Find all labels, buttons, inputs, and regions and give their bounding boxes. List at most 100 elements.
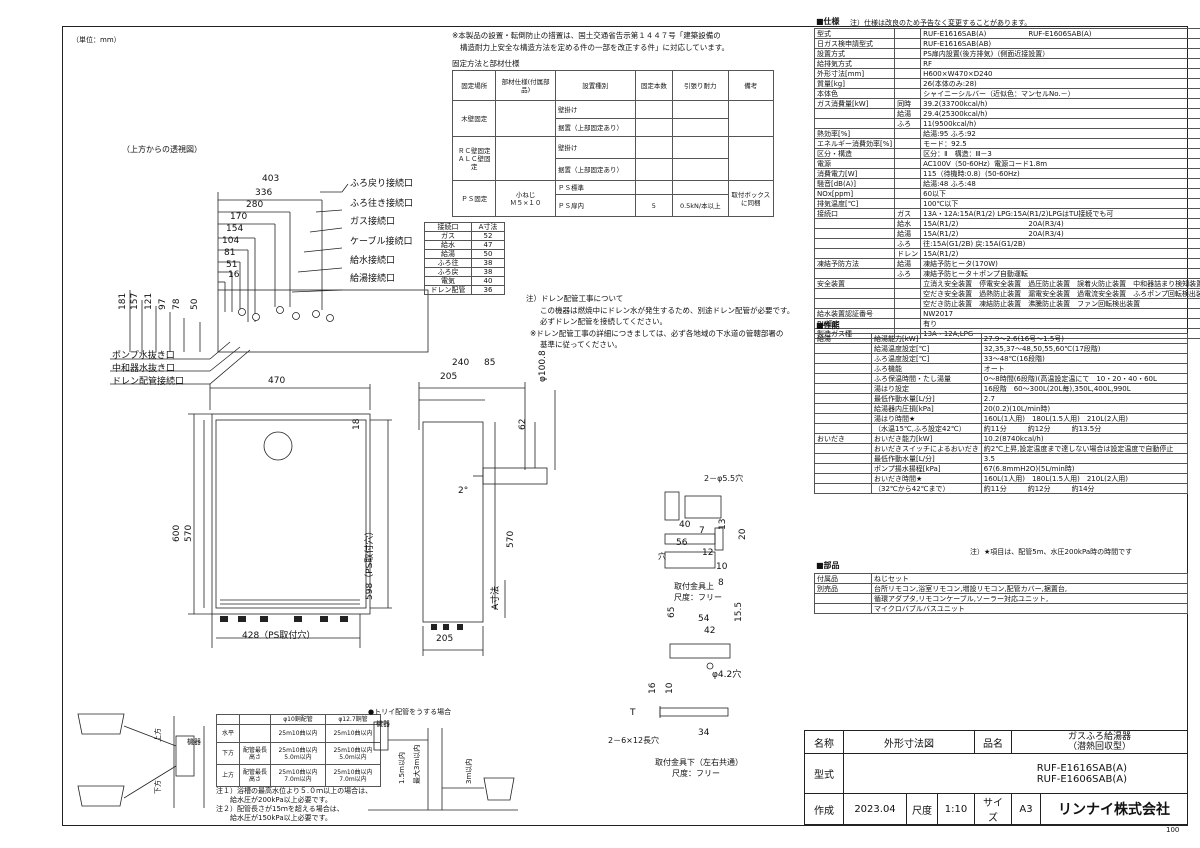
side-a-dim: A寸法 <box>491 585 501 610</box>
spec-row: BL認定有り <box>813 318 1200 329</box>
spec-cell: 空だき安全装置 過熱防止装置 漏電安全装置 過電流安全装置 ふろポンプ回転検出装… <box>920 288 1200 299</box>
side-dim-570: 570 <box>506 530 516 548</box>
perf-row: ポンプ揚水揚程[kPa]67(6.8mmH2O)(5L/min時) <box>814 463 1189 474</box>
spec-cell <box>894 78 922 89</box>
spec-cell: ガス <box>894 208 922 219</box>
perf-cell <box>814 413 872 424</box>
front-dim-18: 18 <box>352 418 362 430</box>
drain-note-4: ※ドレン配管工事の詳細につきましては、必ず各地域の下水道の管轄部署の <box>530 329 784 338</box>
perf-cell: 最低作動水量[L/分] <box>871 393 982 404</box>
spec-row: 質量[kg]26(本体のみ:28) <box>813 78 1200 89</box>
title-model-2: RUF-E1606SAB(A) <box>1036 773 1127 785</box>
drawing-frame <box>62 26 1188 826</box>
spec-cell <box>813 108 896 119</box>
side-dim-205-top: 205 <box>440 372 458 382</box>
title-model-1: RUF-E1616SAB(A) <box>1036 762 1127 774</box>
parts-row: 別売品台所リモコン,浴室リモコン,増設リモコン,配管カバー,据置台, <box>814 583 1188 594</box>
label-gas: ガス接続口 <box>350 217 396 227</box>
sketch-down: 下方 <box>154 780 162 794</box>
tori-note: ●トリイ配管をうする場合 <box>368 708 452 716</box>
perf-cell: ふろ機能 <box>871 363 982 374</box>
parts-cell: 台所リモコン,浴室リモコン,増設リモコン,配管カバー,据置台, <box>871 583 1188 594</box>
spec-cell: RUF-E1616SAB(AB) <box>920 38 1200 49</box>
dim-280: 280 <box>246 200 264 210</box>
spec-cell: 往:15A(G1/2B) 戻:15A(G1/2B) <box>920 238 1200 249</box>
perf-cell: 給湯能力[kW] <box>871 333 982 344</box>
perf-cell <box>814 473 872 484</box>
spec-cell: ふろ <box>894 238 922 249</box>
spec-cell <box>894 178 922 189</box>
title-size: A3 <box>1011 793 1041 825</box>
tori-height-3: 3m以内 <box>465 758 473 784</box>
upper-bracket-drawing <box>664 491 724 569</box>
spec-cell: 給水装置認証番号 <box>813 308 896 319</box>
tori-max-height: 最大3m以内 <box>413 744 421 784</box>
bracket-upper-40: 40 <box>679 520 691 530</box>
spec-cell: ドレン <box>894 248 922 259</box>
parts-row: 付属品ねじセット <box>814 573 1188 584</box>
pipe-note-4: 給水圧が150kPa以上必要です。 <box>216 814 332 822</box>
spec-cell: 排気温度[℃] <box>813 198 896 209</box>
drain-note-5: 基準に従ってください。 <box>540 340 622 349</box>
perf-cell: おいだき <box>814 433 872 444</box>
spec-cell: 100℃以下 <box>920 198 1200 209</box>
perf-cell: （水温15℃,ふろ設定42℃） <box>871 423 982 434</box>
spec-cell <box>894 288 922 299</box>
sketch-equipment: 機器 <box>187 738 201 746</box>
lower-bracket-drawing <box>659 643 731 718</box>
perf-cell: 3.5 <box>980 453 1189 464</box>
bracket-lower-42: 42 <box>704 626 716 636</box>
spec-cell: 電源 <box>813 158 896 169</box>
spec-cell: 給湯 <box>894 108 922 119</box>
bracket-lower-slot: 2－6×12長穴 <box>608 736 660 745</box>
perf-cell <box>814 443 872 454</box>
spec-cell: 給湯 <box>894 258 922 269</box>
spec-cell <box>894 138 922 149</box>
bracket-lower-t: T <box>630 708 636 718</box>
spec-header: ■仕様 <box>816 17 840 26</box>
spec-row: 凍結予防方法給湯凍結予防ヒータ(170W) <box>813 258 1200 269</box>
spec-cell: 給排気方式 <box>813 58 896 69</box>
label-furo-supply: ふろ往き接続口 <box>350 199 414 209</box>
perf-cell: 16段階 60～300L(20L毎),350L,400L,990L <box>980 383 1189 394</box>
top-view-drawing <box>110 183 429 385</box>
perf-row: おいだき時間★160L(1人用) 180L(1.5人用) 210L(2人用) <box>814 473 1189 484</box>
perf-row: 最低作動水量[L/分]3.5 <box>814 453 1189 464</box>
front-height-570: 570 <box>184 524 194 542</box>
spec-cell: 区分：Ⅱ 構造：Ⅲ－3 <box>920 148 1200 159</box>
spec-row: 消費電力[W]115（待機時:0.8）(50-60Hz) <box>813 168 1200 179</box>
spec-cell <box>813 288 896 299</box>
side-dim-240: 240 <box>452 358 470 368</box>
parts-header: ■部品 <box>816 561 840 570</box>
perf-cell: 27.9～2.6(16号～1.5号) <box>980 333 1189 344</box>
drain-note-2: この機器は燃焼中にドレン水が発生するため、別途ドレン配管が必要です。 <box>540 306 795 315</box>
tori-height-1-5: 1.5m以内 <box>398 752 406 784</box>
spec-cell <box>894 148 922 159</box>
side-dim-85: 85 <box>484 358 496 368</box>
bracket-upper-10: 10 <box>716 562 728 572</box>
spec-cell <box>894 88 922 99</box>
spec-cell: NW2017 <box>920 308 1200 319</box>
spec-cell: 立消え安全装置 停電安全装置 過圧防止装置 誤着火防止装置 中和器詰まり検知装置 <box>920 278 1200 289</box>
perf-cell: 最低作動水量[L/分] <box>871 453 982 464</box>
parts-cell <box>814 603 872 614</box>
bracket-lower-16: 16 <box>648 682 658 694</box>
spec-cell: 熱効率[%] <box>813 128 896 139</box>
spec-header-note: 注）仕様は改良のため予告なく変更することがあります。 <box>850 19 1032 27</box>
perf-cell: 67(6.8mmH2O)(5L/min時) <box>980 463 1189 474</box>
bracket-upper-scale: 尺度：フリー <box>674 593 722 602</box>
perf-cell: おいだき時間★ <box>871 473 982 484</box>
title-product: ガスふろ給湯器 （潜熱回収型） <box>1011 730 1188 754</box>
bracket-lower-caption: 取付金具下（左右共通） <box>655 758 743 767</box>
dim-16: 16 <box>228 270 240 280</box>
perf-cell <box>814 483 872 494</box>
spec-cell: 質量[kg] <box>813 78 896 89</box>
title-made-label: 作成 <box>804 793 844 825</box>
title-scale: 1:10 <box>937 793 975 825</box>
spec-cell: NOx[ppm] <box>813 188 896 199</box>
